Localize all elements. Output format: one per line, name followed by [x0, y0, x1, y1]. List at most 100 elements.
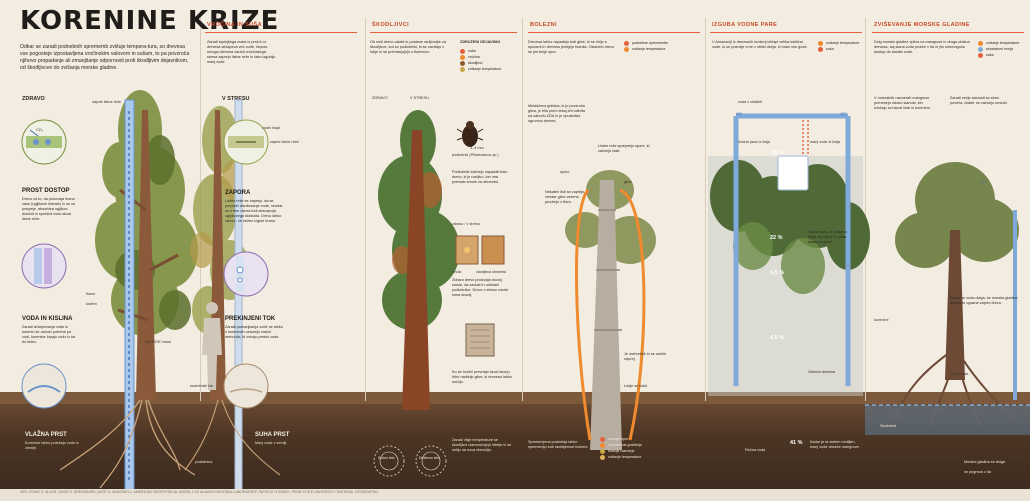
blockage-title: ZAPORA [225, 190, 251, 196]
wet-year-label: Deževno leto [419, 456, 440, 460]
disease-key-item: zvišanje temperature [600, 454, 642, 460]
beetle-size: 3–4 mm [470, 146, 484, 150]
vapor-legend: zvišanje temperature suša [818, 40, 859, 52]
vapor-percent-c: 6,5 % [770, 270, 785, 276]
root-flow-label: koreninski tok [190, 384, 214, 388]
section-divider [865, 18, 866, 401]
disease-key-item: zasvaja spor [600, 436, 642, 442]
credits-footer: VIRI: CRAIG D. ALLEN, DAVID D. BRESHEARS… [0, 489, 1030, 501]
soil-water-label: podtalnica [195, 460, 213, 464]
pests-legend-item: vročina [460, 54, 501, 60]
vapor-percent-d: 4,5 % [770, 335, 785, 341]
moist-soil-callout [21, 363, 67, 409]
pests-legend-item: škodljivci [460, 60, 501, 66]
vapor-label: vodni hlapi [262, 126, 281, 130]
disease-key: zasvaja spor dovozenost gostitelja šiban… [600, 436, 642, 460]
stoma-open-label: odprte listne reže [92, 100, 122, 104]
disease-key-item: dovozenost gostitelja [600, 442, 642, 448]
pests-legend-item: suša [460, 48, 501, 54]
sea-rising-label: Morska gladina se dviga [964, 460, 1005, 464]
wet-year-ring-icon [415, 445, 447, 477]
section-divider [365, 18, 366, 401]
disease-legend: podnebne spremembe zvišanje temperature [624, 40, 668, 52]
river-label: Rečna voda [745, 448, 766, 452]
sea-legend-item: zvišanje temperature [978, 40, 1019, 46]
sea-legend-item: suša [978, 52, 1019, 58]
fungus-text: Melaščeva gniloba, ki jo povzroča gliva,… [528, 104, 585, 123]
vapor-section-title: IZGUBA VODNE PARE [710, 22, 862, 33]
access-title: PROST DOSTOP [22, 188, 70, 194]
sediment-label: Sediment [880, 424, 897, 428]
sea-note-1: V normalnih razmerah mangrove prenesejo … [874, 96, 931, 110]
dry-soil-callout [223, 363, 269, 409]
conduction-title: VODA IN KISLINA [22, 316, 73, 322]
stoma-closed-callout [223, 119, 269, 165]
pests-section-title: ŠKODLJIVCI [370, 22, 517, 33]
dry-year-ring-icon [373, 445, 405, 477]
pests-legend: suša vročina škodljivci zvišanje tempera… [460, 48, 501, 72]
salt-water-label: slana voda [950, 372, 969, 376]
sinks-label: se pogreza v tla [964, 470, 991, 474]
moist-title: VLAŽNA PRST [25, 432, 67, 438]
vapor-percent-b: 22 % [770, 235, 783, 241]
dry-title: SUHA PRST [255, 432, 290, 438]
heat-text: Zaradi toplejšega zraka iz prsti in iz d… [207, 40, 276, 64]
sea-note-2: Zaradi večje slanosti se stres poveča, d… [950, 96, 1008, 105]
vapor-legend-item: suša [818, 46, 859, 52]
vapor-note-1: Vodna para, ki izhaja iz listja, se zgos… [808, 230, 848, 244]
sea-note-3: Kadar se voda dviga, se morska gladina d… [950, 296, 1018, 305]
spore-label: spore [560, 170, 570, 174]
vapor-legend-item: zvišanje temperature [818, 40, 859, 46]
bark-beetle-icon [456, 121, 484, 147]
co2-label: CO₂ [36, 128, 44, 132]
heat-section-title: VROČINA IN SUŠA [205, 22, 357, 33]
pests-stressed-label: V STRESU [410, 96, 429, 100]
amazon-forest-illustration [708, 113, 870, 396]
vapor-percent-a: 39 % [772, 150, 785, 156]
disease-note-2: Nekateri listi se zaprejo, vendar glive … [545, 190, 586, 204]
beetle-name: podlubnik (Phloeosinus sp.) [452, 153, 499, 157]
disease-note-4: Lubje se lušči. [624, 384, 649, 388]
beetle-text: Podlubniki začnejo napadati tisto drevo,… [452, 170, 508, 184]
floem-label: floem [86, 292, 96, 296]
sea-text: Dvig morske gladine vpliva na mangrove i… [874, 40, 970, 54]
disease-note-3: Je mehurček in se razširi naprej. [624, 352, 666, 361]
sea-legend-item: ekosistemi morja [978, 46, 1019, 52]
resin-text: Ko se hrošči prevrtajo skozi skorjo, hit… [452, 370, 512, 384]
vapor-from-leaves-label: Vodna para iz listja [738, 140, 770, 144]
disease-legend-item: podnebne spremembe [624, 40, 668, 46]
vapor-summary: Kadar je ta sistem motiljen, manj vode d… [810, 440, 860, 449]
pest-note: Zaradi višje temperature se škodljivci r… [452, 438, 512, 452]
healthy-label: ZDRAVO [22, 96, 45, 102]
sea-co2-label: CO₂ [980, 180, 988, 184]
defence-label: odobljena obramba [476, 270, 506, 274]
soil-layer [0, 400, 1030, 490]
diseased-tree-illustration [565, 170, 656, 450]
disease-note-1: Listne reže sprejmejo spore, ki začnejo … [598, 144, 650, 153]
intro-text: Odkar se zaradi podnebnih sprememb zvišu… [20, 44, 190, 71]
person-silhouette-icon [202, 302, 222, 390]
stressed-label: V STRESU [222, 96, 250, 102]
page-title: KORENINE KRIZE [20, 6, 280, 36]
section-divider [522, 18, 523, 401]
defence-text: Zdravo drevo proizvaja dovolj smole, da … [452, 278, 509, 297]
dry-text: Manj vode v zemlji. [255, 441, 288, 445]
moist-text: Korenine lahko posrkajo vodo iz zemlje. [25, 441, 79, 450]
wood-section-icon [455, 235, 505, 265]
sequoia-tree-illustration [378, 110, 460, 410]
vapor-value-a: 982 [736, 112, 743, 116]
resin-label: smola [452, 270, 462, 274]
stoma-open-callout [21, 119, 67, 165]
pests-text: Ob suši drevo oslabi in postane ranljive… [370, 40, 446, 54]
disease-text: Drevesa lahko napadejo tudi glive, ki se… [528, 40, 615, 54]
cloud-water-label: voda v oblakih [738, 100, 763, 104]
stored-food-label: ZALOGE hrane [145, 340, 172, 344]
sea-section-title: ZVIŠEVANJE MORSKE GLADINE [872, 22, 1024, 33]
pests-legend-title: ZDRUŽENI DEJAVNIKI [460, 40, 501, 44]
blockage-text: Listne reže se zaprejo, da se prepreči i… [225, 199, 283, 223]
access-text: Drevo za to, da proizvaja hrano zase (og… [22, 197, 76, 221]
sea-legend: zvišanje temperature ekosistemi morja su… [978, 40, 1019, 58]
pests-legend-item: zvišanje temperature [460, 66, 501, 72]
stoma-closed-label: zaprte listne reže [270, 140, 299, 144]
log-cross-section-icon [465, 323, 495, 357]
